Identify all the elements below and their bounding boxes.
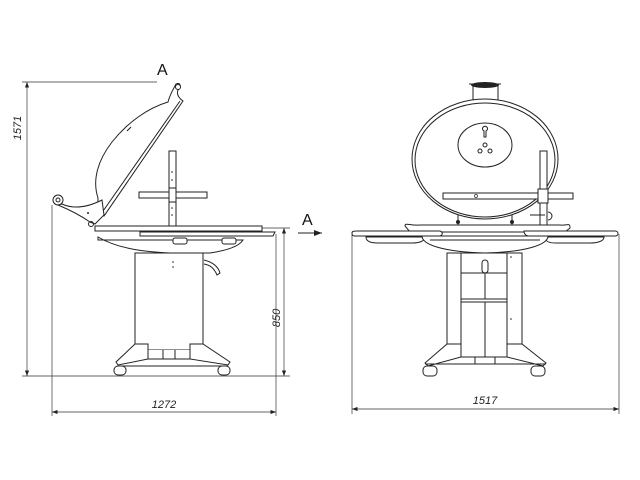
lid-handle (471, 82, 499, 88)
front-table (351, 223, 619, 254)
svg-text:A: A (302, 212, 313, 229)
section-marker-right: A (298, 212, 322, 236)
kettle-lid (411, 82, 559, 225)
table-height-dimension: 850 (262, 227, 290, 376)
front-width-dimension: 1517 (351, 234, 620, 414)
spit-mast (138, 150, 208, 227)
front-caster-left (422, 365, 438, 377)
vent-plate (457, 122, 513, 168)
side-pedestal (113, 252, 231, 376)
side-width-dimension: 1272 (51, 205, 277, 416)
front-width-dim-label: 1517 (473, 395, 498, 407)
hinge-arm (52, 194, 105, 227)
height-dimension: 1571 (12, 81, 290, 377)
caster-right (217, 365, 231, 376)
front-caster-right (530, 365, 546, 377)
table-height-dim-label: 850 (271, 308, 283, 327)
side-table (94, 225, 276, 254)
front-view: 1517 (351, 82, 620, 414)
front-pedestal (422, 252, 547, 377)
side-view: 1571 850 1272 A A (12, 62, 322, 416)
section-marker-top: A (157, 62, 168, 79)
height-dim-label: 1571 (12, 116, 24, 140)
caster-left (113, 365, 127, 376)
side-width-dim-label: 1272 (152, 399, 176, 411)
pedestal-handle (481, 259, 489, 274)
open-lid (95, 83, 184, 217)
